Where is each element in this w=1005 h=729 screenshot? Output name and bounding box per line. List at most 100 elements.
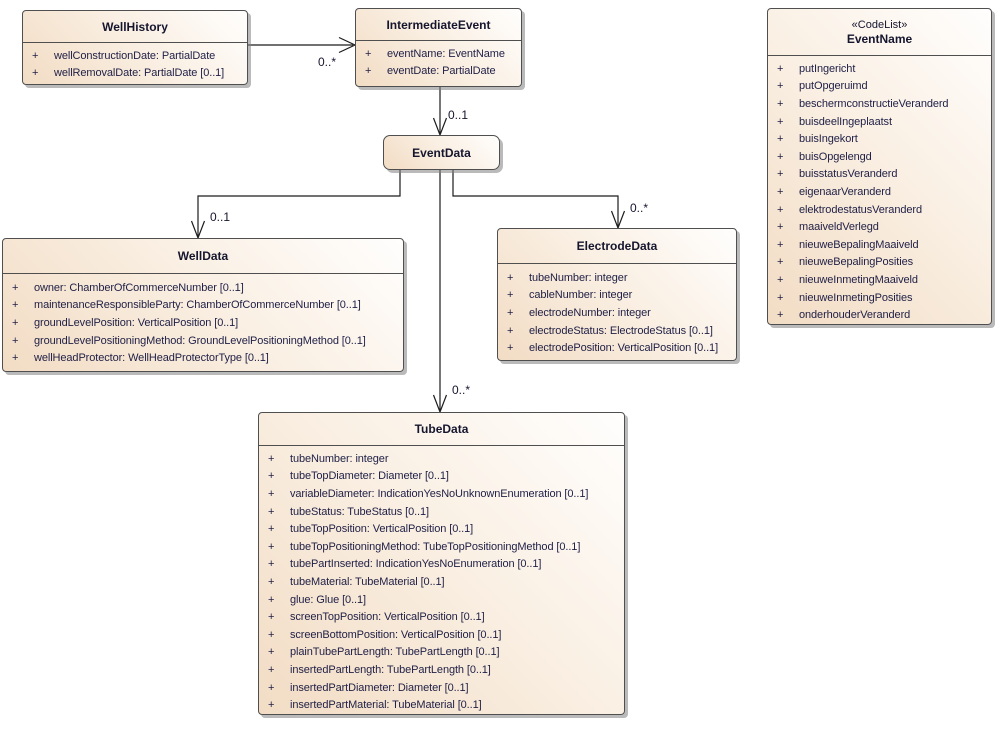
multiplicity-label: 0..* [318, 55, 337, 69]
class-title-text: IntermediateEvent [386, 17, 491, 32]
visibility-symbol: + [777, 238, 784, 251]
attributes-compartment: +owner: ChamberOfCommerceNumber [0..1]+m… [3, 274, 403, 367]
attribute-row: +screenBottomPosition: VerticalPosition … [259, 626, 620, 644]
attribute-row: +buisdeelIngeplaatst [768, 113, 987, 131]
connector-wellhistory-to-intermediateevent[interactable] [248, 36, 357, 54]
attribute-label: putIngericht [799, 62, 856, 75]
class-title-tubedata: TubeData [259, 413, 624, 446]
class-title-text: WellData [177, 249, 229, 263]
multiplicity-label: 0..* [452, 383, 471, 397]
attribute-row: +tubeMaterial: TubeMaterial [0..1] [259, 573, 620, 591]
attribute-label: onderhouderVeranderd [799, 309, 911, 322]
class-title-welldata: WellData [3, 239, 403, 274]
visibility-symbol: + [268, 523, 275, 536]
attribute-label: insertedPartDiameter: Diameter [0..1] [290, 681, 469, 694]
visibility-symbol: + [507, 271, 514, 284]
attribute-row: +cableNumber: integer [498, 287, 732, 305]
attribute-row: +tubePartInserted: IndicationYesNoEnumer… [259, 556, 620, 574]
class-welldata[interactable]: WellData + owner: ChamberOfCommerceNumber… [2, 238, 404, 372]
attribute-label: eventName: EventName [387, 47, 505, 60]
class-wellhistory[interactable]: WellHistory +wellConstructionDate: Parti… [22, 10, 248, 85]
attribute-label: plainTubePartLength: TubePartLength [0..… [290, 646, 500, 659]
attribute-row: +wellConstructionDate: PartialDate [23, 47, 243, 65]
attribute-row: + glue: Glue [0..1] [259, 591, 620, 609]
multiplicity-label: 0..1 [210, 210, 231, 224]
attribute-row: +tubeTopDiameter: Diameter [0..1] [259, 468, 620, 486]
attribute-label: buisstatusVeranderd [799, 168, 898, 181]
attribute-label: tubePartInserted: IndicationYesNoEnumera… [290, 558, 542, 571]
class-eventdata[interactable]: EventData [383, 135, 500, 170]
stereotype-label: «CodeList» [851, 19, 908, 31]
class-tubedata[interactable]: TubeData +tubeNumber: integer+tubeTopDia… [258, 412, 625, 715]
visibility-symbol: + [268, 699, 275, 712]
visibility-symbol: + [268, 452, 275, 465]
attribute-label: screenTopPosition: VerticalPosition [0..… [290, 611, 485, 624]
attribute-label: insertedPartMaterial: TubeMaterial [0..1… [290, 699, 482, 712]
attribute-label: wellRemovalDate: PartialDate [0..1] [54, 67, 225, 80]
attribute-label: owner: ChamberOfCommerceNumber [0..1] [34, 281, 244, 294]
attribute-label: electrodeNumber: integer [529, 306, 651, 319]
visibility-symbol: + [268, 593, 275, 606]
connector-intermediateevent-to-eventdata[interactable] [432, 87, 448, 137]
attribute-label: tubeTopDiameter: Diameter [0..1] [290, 470, 449, 483]
visibility-symbol: + [268, 487, 275, 500]
attribute-row: + eigenaarVeranderd [768, 183, 987, 201]
attribute-label: elektrodestatusVeranderd [799, 203, 922, 216]
visibility-symbol: + [365, 65, 372, 78]
connector-eventdata-to-welldata[interactable] [190, 170, 401, 240]
visibility-symbol: + [12, 281, 19, 294]
attribute-label: glue: Glue [0..1] [290, 593, 366, 606]
class-title-text: ElectrodeData [576, 239, 658, 253]
connector-eventdata-to-tubedata[interactable] [432, 170, 448, 414]
visibility-symbol: + [777, 97, 784, 110]
attribute-label: electrodeStatus: ElectrodeStatus [0..1] [529, 324, 713, 337]
attribute-row: +insertedPartLength: TubePartLength [0..… [259, 661, 620, 679]
visibility-symbol: + [268, 646, 275, 659]
class-eventname-codelist[interactable]: «CodeList» EventName + putIngericht +putOp… [767, 8, 992, 325]
class-title-eventname: «CodeList» EventName [768, 9, 991, 56]
visibility-symbol: + [268, 681, 275, 694]
class-title-text: WellHistory [102, 19, 168, 34]
attribute-label: wellHeadProtector: WellHeadProtectorType… [34, 352, 269, 365]
attribute-row: +electrodeNumber: integer [498, 304, 732, 322]
attribute-row: +groundLevelPositioningMethod: GroundLev… [3, 332, 399, 350]
attribute-row: + beschermconstructieVeranderd [768, 95, 987, 113]
visibility-symbol: + [777, 309, 784, 322]
attribute-row: + variableDiameter: IndicationYesNoUnknow… [259, 485, 620, 503]
attribute-row: +maaiveldVerlegd [768, 218, 987, 236]
visibility-symbol: + [268, 611, 275, 624]
attribute-label: variableDiameter: IndicationYesNoUnknown… [290, 487, 589, 500]
attribute-row: +wellRemovalDate: PartialDate [0..1] [23, 65, 243, 83]
visibility-symbol: + [12, 334, 19, 347]
attribute-label: eigenaarVeranderd [799, 185, 891, 198]
attribute-label: beschermconstructieVeranderd [799, 97, 949, 110]
visibility-symbol: + [777, 62, 784, 75]
visibility-symbol: + [777, 185, 784, 198]
class-title-text: EventData [412, 145, 471, 160]
attribute-row: +tubeTopPosition: VerticalPosition [0..1… [259, 520, 620, 538]
visibility-symbol: + [268, 628, 275, 641]
attribute-label: tubeMaterial: TubeMaterial [0..1] [290, 575, 445, 588]
attribute-row: + insertedPartMaterial: TubeMaterial [0..… [259, 696, 620, 714]
attribute-row: +nieuweInmetingMaaiveld [768, 271, 987, 289]
attribute-label: nieuweBepalingMaaiveld [799, 238, 919, 251]
visibility-symbol: + [507, 324, 514, 337]
visibility-symbol: + [268, 663, 275, 676]
attribute-label: nieuweInmetingPosities [799, 291, 913, 304]
attribute-row: +tubeNumber: integer [498, 269, 732, 287]
multiplicity-label: 0..1 [448, 108, 469, 122]
attributes-compartment: +tubeNumber: integer+tubeTopDiameter: Di… [259, 446, 624, 714]
class-title-text: TubeData [414, 422, 469, 436]
class-electrodedata[interactable]: ElectrodeData +tubeNumber: integer+cable… [497, 228, 737, 361]
attribute-row: +eventName: EventName [356, 45, 517, 63]
attribute-row: + screenTopPosition: VerticalPosition [0.… [259, 608, 620, 626]
attribute-label: buisOpgelengd [799, 150, 872, 163]
class-intermediateevent[interactable]: IntermediateEvent +eventName: EventName+… [355, 8, 522, 87]
connector-eventdata-to-electrodedata[interactable] [452, 170, 626, 230]
attribute-label: nieuweInmetingMaaiveld [799, 273, 918, 286]
attribute-row: +wellHeadProtector: WellHeadProtectorTyp… [3, 349, 399, 367]
attributes-compartment: +tubeNumber: integer+cableNumber: intege… [498, 264, 736, 357]
attribute-label: electrodePosition: VerticalPosition [0..… [529, 342, 719, 355]
class-title-wellhistory: WellHistory [23, 11, 247, 43]
attribute-row: +putOpgeruimd [768, 78, 987, 96]
